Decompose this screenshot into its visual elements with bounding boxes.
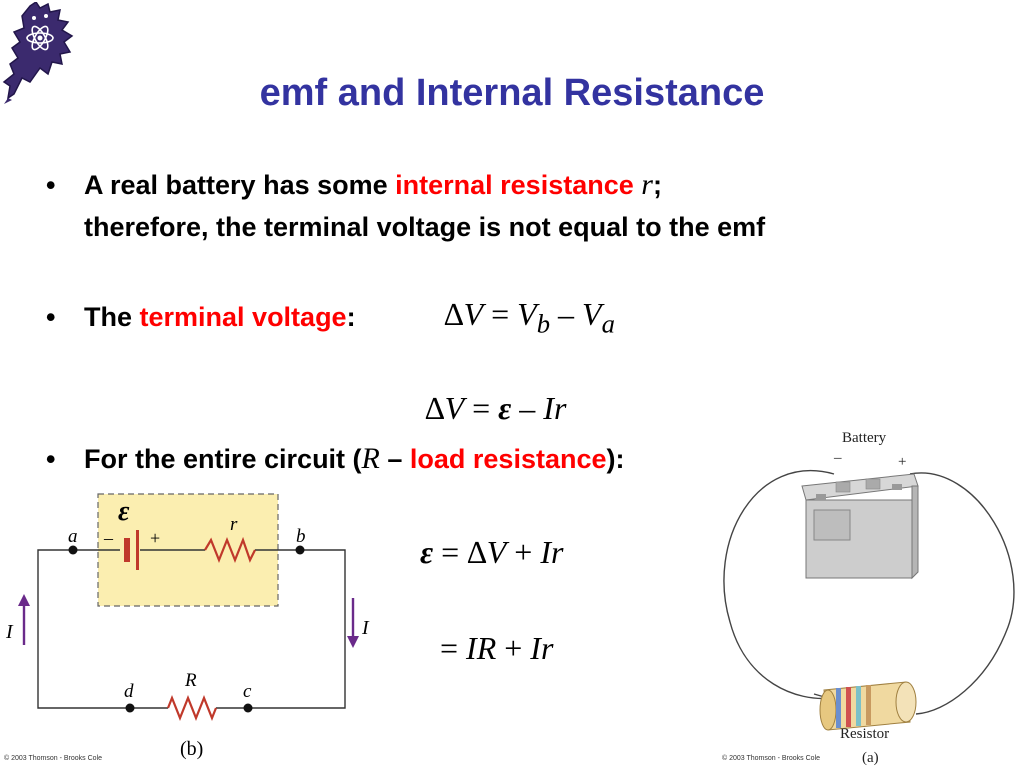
bullet-dot: • — [46, 170, 56, 200]
label-battery-minus: – — [103, 528, 114, 548]
battery-positive-plate — [136, 530, 139, 570]
label-battery-plus: + — [150, 528, 160, 548]
label-b: b — [296, 526, 306, 547]
bullet1-semicolon: ; — [652, 170, 662, 200]
label-c: c — [243, 681, 252, 702]
label-emf: ε — [118, 496, 130, 527]
label-R: R — [184, 670, 197, 691]
bullet1-symbol-r: r — [641, 168, 653, 201]
current-arrow-down-icon — [347, 636, 359, 648]
bullet-dot: • — [46, 444, 56, 474]
bullet3-text-start: For the entire circuit ( — [84, 444, 362, 474]
load-resistor — [166, 695, 218, 721]
equation-terminal-voltage: ∆V = Vb – Va — [444, 296, 615, 339]
equation-emf: ε = ∆V + Ir — [420, 534, 564, 570]
label-d: d — [124, 681, 134, 702]
bullet-entire-circuit: • For the entire circuit (R – load resis… — [46, 438, 625, 480]
battery-negative-plate — [124, 538, 130, 562]
bullet3-close: ): — [606, 444, 625, 474]
bullet1-highlight: internal resistance — [395, 170, 634, 200]
bullet1-text-start: A real battery has some — [84, 170, 396, 200]
bullet2-highlight: terminal voltage — [139, 302, 347, 332]
bullet-dot: • — [46, 302, 56, 332]
horned-frog-logo — [2, 2, 74, 104]
bullet-terminal-voltage: • The terminal voltage: — [46, 296, 356, 338]
equation-ir-sum: = IR + Ir — [440, 630, 554, 666]
credit-left: © 2003 Thomson - Brooks Cole — [4, 755, 103, 762]
caption-b: (b) — [180, 738, 203, 760]
label-battery-terminal-minus: – — [833, 450, 842, 466]
circuit-diagram-b: ε r a b – + R d c I I (b) — [5, 493, 370, 760]
bullet3-dash: – — [379, 444, 410, 474]
label-resistor: Resistor — [840, 726, 889, 742]
bullet2-text-start: The — [84, 302, 140, 332]
internal-resistor — [204, 536, 256, 563]
caption-a: (a) — [862, 750, 879, 766]
credit-right: © 2003 Thomson - Brooks Cole — [722, 755, 821, 762]
label-battery: Battery — [842, 430, 887, 446]
node-a — [68, 545, 78, 555]
equation-delta-v: ∆V = ε – Ir — [425, 390, 567, 426]
label-r: r — [230, 514, 238, 535]
slide-title: emf and Internal Resistance — [259, 72, 765, 114]
circuit-diagram-a: Battery – + Resistor (a) — [723, 430, 1015, 766]
label-battery-terminal-plus: + — [898, 454, 906, 470]
label-current-left: I — [5, 621, 14, 643]
node-d — [125, 703, 135, 713]
bullet3-symbol-R: R — [361, 442, 380, 475]
node-b — [295, 545, 305, 555]
bullet-internal-resistance: • A real battery has some internal resis… — [46, 164, 766, 248]
bullet3-highlight: load resistance — [409, 444, 607, 474]
label-current-right: I — [361, 617, 370, 639]
bullet2-colon: : — [346, 302, 356, 332]
current-arrow-up-icon — [18, 594, 30, 606]
bullet1-line2: therefore, the terminal voltage is not e… — [84, 212, 766, 242]
node-c — [243, 703, 253, 713]
label-a: a — [68, 526, 78, 547]
